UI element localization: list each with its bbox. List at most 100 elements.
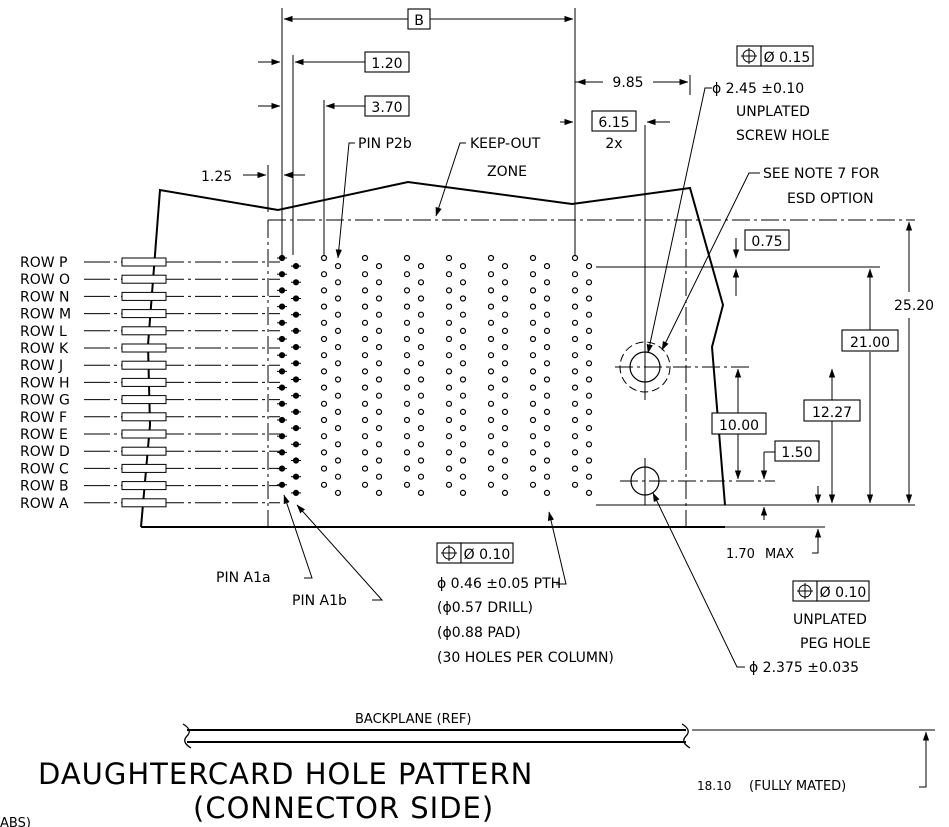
pin-hole — [445, 400, 453, 407]
pin-hole — [361, 303, 369, 310]
pin-hole — [334, 344, 342, 351]
row-label: ROW A — [20, 496, 69, 512]
pin-hole — [334, 360, 342, 367]
pin-hole — [375, 473, 383, 480]
pin-hole — [320, 465, 328, 472]
pin-hole — [529, 254, 537, 262]
pin-hole — [361, 335, 369, 343]
pin-hole — [403, 335, 411, 343]
svg-text:Ø 0.10: Ø 0.10 — [464, 547, 511, 563]
svg-text:(ϕ0.88 PAD): (ϕ0.88 PAD) — [437, 625, 521, 641]
pin-hole — [529, 400, 537, 407]
pin-hole — [501, 311, 509, 318]
pin-hole — [403, 303, 411, 310]
pin-hole — [529, 481, 537, 488]
svg-text:9.85: 9.85 — [612, 75, 643, 91]
row-marker — [121, 446, 167, 456]
pin-hole — [361, 352, 369, 359]
cut-off-text: ABS) — [0, 816, 31, 827]
pin-hole — [403, 416, 411, 424]
svg-text:BACKPLANE (REF): BACKPLANE (REF) — [355, 712, 471, 727]
row-label: ROW J — [20, 358, 63, 374]
pin-hole — [487, 368, 495, 375]
pin-hole — [571, 465, 579, 472]
hole-grid — [277, 254, 593, 496]
pin-hole — [487, 384, 495, 391]
pin-hole — [375, 441, 383, 448]
pin-hole — [487, 319, 495, 326]
pin-hole — [445, 303, 453, 310]
pin-hole — [334, 473, 342, 480]
pin-hole — [529, 433, 537, 440]
pin-hole — [543, 441, 551, 448]
pin-hole — [543, 408, 551, 415]
pin-hole — [571, 271, 579, 278]
row-marker — [121, 291, 167, 301]
pin-hole — [361, 465, 369, 472]
pin-hole — [543, 327, 551, 334]
pin-hole — [445, 287, 453, 294]
pin-hole — [571, 303, 579, 310]
pin-hole — [585, 263, 593, 270]
svg-text:ϕ 0.46 ±0.05 PTH: ϕ 0.46 ±0.05 PTH — [437, 576, 561, 592]
svg-text:Ø 0.15: Ø 0.15 — [764, 50, 811, 66]
pin-hole — [571, 449, 579, 456]
svg-text:1.70: 1.70 — [726, 547, 755, 562]
pin-hole — [529, 449, 537, 456]
pin-hole — [585, 311, 593, 318]
pin-hole — [403, 481, 411, 488]
keepout-callout: KEEP-OUT ZONE — [435, 136, 541, 217]
pin-hole — [361, 384, 369, 391]
pin-hole — [417, 408, 425, 415]
pin-hole — [487, 335, 495, 343]
pin-hole — [529, 384, 537, 391]
screw-hole-callout: Ø 0.15 ϕ 2.45 ±0.10 UNPLATED SCREW HOLE — [646, 45, 830, 354]
svg-text:(FULLY MATED): (FULLY MATED) — [749, 779, 846, 794]
dim-12-27: 12.27 — [803, 368, 861, 504]
pin-hole — [334, 295, 342, 302]
pin-hole — [445, 416, 453, 424]
pin-hole — [375, 425, 383, 432]
pin-hole — [543, 473, 551, 480]
svg-text:6.15: 6.15 — [598, 115, 629, 131]
row-label: ROW B — [20, 479, 69, 495]
pin-hole — [501, 408, 509, 415]
pin-hole — [375, 376, 383, 383]
pin-hole — [417, 441, 425, 448]
pin-hole — [501, 263, 509, 270]
pin-hole — [501, 457, 509, 464]
pin-hole — [529, 319, 537, 326]
pin-hole — [361, 368, 369, 375]
pin-hole — [445, 433, 453, 440]
pin-hole — [403, 352, 411, 359]
row-marker — [121, 412, 167, 422]
title-line-2: (CONNECTOR SIDE) — [193, 791, 494, 825]
pin-hole — [501, 344, 509, 351]
pin-hole — [445, 352, 453, 359]
pin-hole — [487, 416, 495, 424]
peg-hole-callout: Ø 0.10 UNPLATED PEG HOLE ϕ 2.375 ±0.035 — [652, 492, 871, 676]
pin-hole — [543, 489, 551, 496]
svg-text:21.00: 21.00 — [850, 335, 890, 351]
svg-text:12.27: 12.27 — [812, 405, 852, 421]
pin-hole — [320, 384, 328, 391]
pin-hole — [543, 376, 551, 383]
pin-hole — [487, 449, 495, 456]
pin-hole — [459, 376, 467, 383]
row-label: ROW G — [20, 393, 70, 409]
pin-hole — [334, 425, 342, 432]
pin-hole — [320, 400, 328, 407]
dim-10-00: 10.00 — [711, 368, 767, 480]
pin-hole — [501, 360, 509, 367]
pin-hole — [487, 254, 495, 262]
row-label: ROW L — [20, 324, 67, 340]
pin-hole — [459, 311, 467, 318]
row-label: ROW C — [20, 461, 69, 477]
pin-hole — [487, 271, 495, 278]
row-marker — [121, 326, 167, 336]
pin-hole — [459, 392, 467, 399]
pin-hole — [361, 416, 369, 424]
svg-text:UNPLATED: UNPLATED — [793, 612, 867, 628]
row-label: ROW O — [20, 272, 70, 288]
pin-hole — [320, 352, 328, 359]
